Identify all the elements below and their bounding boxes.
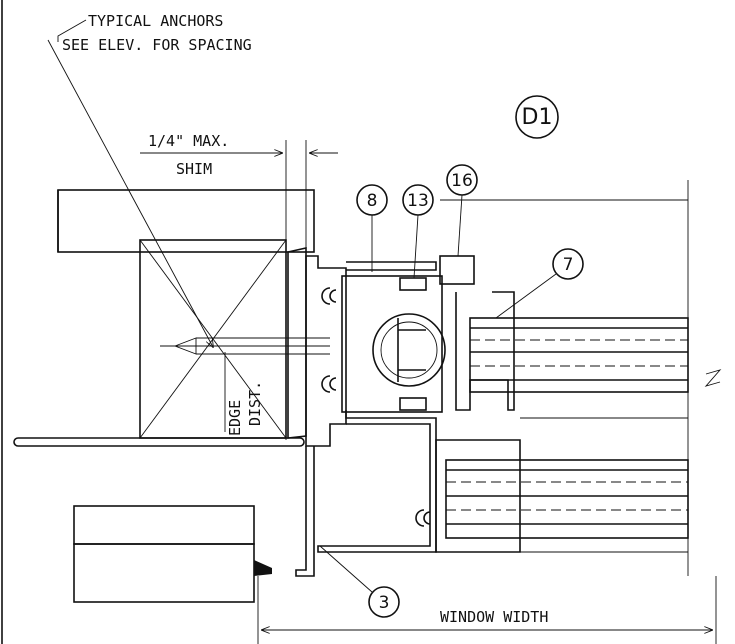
break-symbol (704, 369, 722, 387)
edge-label: EDGE (226, 400, 244, 436)
interior-trim (13, 437, 305, 447)
shim-max-label: 1/4" MAX. (148, 132, 229, 150)
anchor-note-line2: SEE ELEV. FOR SPACING (62, 36, 252, 54)
blocking-diagonal-b (139, 239, 287, 439)
shim-wedge (287, 247, 307, 439)
frame-bottom-rail (317, 410, 437, 553)
frame-sill-leg (295, 446, 315, 577)
weatherstrip-bottom (399, 397, 427, 411)
clip-c-upper (321, 287, 337, 305)
lower-wall-hatched (73, 505, 255, 545)
callout-16: 16 (451, 171, 473, 191)
callout-7-circle (552, 248, 584, 280)
glazing-stop (439, 255, 475, 285)
callout-3: 3 (379, 593, 390, 613)
frame-outer-leg (305, 255, 347, 447)
shim-label: SHIM (176, 160, 212, 178)
thermal-pin-clip (397, 318, 426, 382)
callout-7: 7 (563, 255, 574, 275)
clip-c-lower (321, 375, 337, 393)
callout-3-leader (319, 545, 373, 593)
callout-3-circle (368, 586, 400, 618)
dist-label: DIST. (246, 381, 264, 426)
upper-glass-unit (469, 317, 689, 393)
callout-8: 8 (367, 191, 378, 211)
upper-wall-section (57, 189, 315, 253)
anchor-screw-tip (173, 337, 197, 355)
anchor-note-line1: TYPICAL ANCHORS (88, 12, 223, 30)
callout-13-leader (413, 214, 419, 279)
thermal-pin-inner (380, 321, 438, 379)
thermal-pin-outer (372, 313, 446, 387)
detail-tag-circle (515, 95, 559, 139)
callout-16-leader (457, 194, 463, 257)
lower-wall-section (73, 543, 255, 603)
anchor-leader-line (47, 39, 213, 347)
window-width-label: WINDOW WIDTH (440, 608, 548, 626)
clip-c-sill (415, 509, 431, 527)
weatherstrip-top (399, 277, 427, 291)
callout-13: 13 (407, 191, 429, 211)
sealant-bead (254, 560, 272, 576)
frame-top-rail (346, 261, 437, 271)
callout-7-leader (495, 273, 557, 319)
frame-tube (341, 275, 443, 413)
note-leader-bend (57, 19, 87, 42)
lower-glass-unit (445, 459, 689, 539)
detail-tag: D1 (522, 105, 553, 130)
